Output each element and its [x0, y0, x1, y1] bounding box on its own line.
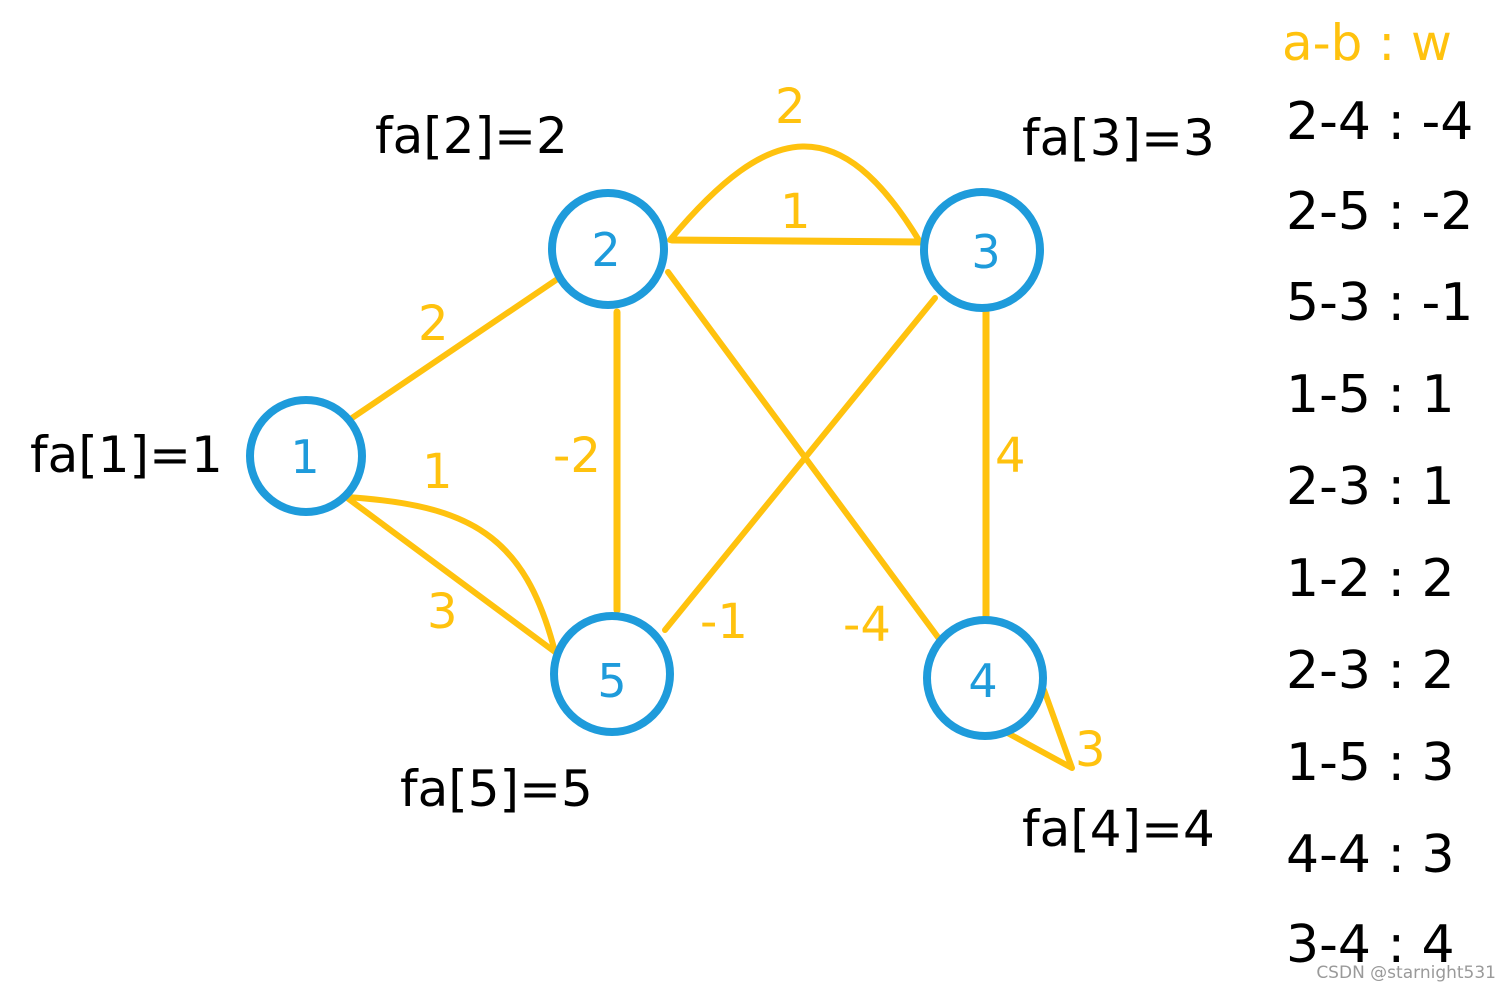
fa-label-node-1: fa[1]=1	[30, 426, 223, 484]
edge-list-item: 1-5 : 1	[1286, 365, 1455, 425]
node-2: 2	[548, 189, 668, 309]
node-label: 5	[597, 654, 626, 708]
edge-list-item: 3-4 : 4	[1286, 915, 1455, 975]
node-label: 4	[968, 654, 997, 708]
fa-label-node-5: fa[5]=5	[400, 760, 593, 818]
weight-label: 3	[1075, 722, 1106, 778]
parent-labels: fa[1]=1 fa[2]=2 fa[3]=3 fa[4]=4 fa[5]=5	[30, 107, 1215, 858]
edge-list-item: 4-4 : 3	[1286, 825, 1455, 885]
weight-label: 3	[427, 584, 458, 640]
edge-list: a-b : w 2-4 : -4 2-5 : -2 5-3 : -1 1-5 :…	[1282, 14, 1473, 975]
edge-4-4-loop	[999, 687, 1075, 771]
fa-label-node-3: fa[3]=3	[1022, 109, 1215, 167]
edge-1-5-weight-1	[343, 494, 558, 655]
weight-label: -2	[553, 428, 601, 484]
edge-list-item: 2-3 : 2	[1286, 641, 1455, 701]
weight-label: 1	[780, 184, 811, 240]
edge-1-5-weight-3	[343, 494, 558, 655]
edge-2-3-weight-2	[667, 143, 923, 245]
edge-1-2	[349, 277, 559, 421]
node-label: 3	[971, 225, 1000, 279]
nodes: 1 2 3 4 5	[246, 188, 1047, 740]
node-5: 5	[550, 612, 674, 736]
weight-label: -4	[843, 597, 891, 653]
edge-list-item: 5-3 : -1	[1286, 273, 1473, 333]
edge-3-5	[662, 295, 938, 633]
weight-label: 2	[418, 296, 449, 352]
weight-label: -1	[700, 594, 748, 650]
edges	[343, 143, 1075, 771]
edge-list-item: 1-5 : 3	[1286, 733, 1455, 793]
edge-list-item: 2-5 : -2	[1286, 182, 1473, 242]
node-1: 1	[246, 396, 366, 516]
edge-weights: 2 1 2 -2 -4 -1 4 1 3 3	[418, 79, 1106, 778]
edge-list-item: 2-3 : 1	[1286, 457, 1455, 517]
edge-list-item: 1-2 : 2	[1286, 549, 1455, 609]
edge-2-3-weight-1	[668, 236, 924, 246]
node-4: 4	[923, 616, 1047, 740]
node-3: 3	[920, 188, 1044, 312]
node-label: 1	[290, 430, 319, 484]
edge-list-item: 2-4 : -4	[1286, 92, 1473, 152]
weight-label: 2	[775, 79, 806, 135]
watermark-text: CSDN @starnight531	[1316, 963, 1496, 983]
fa-label-node-2: fa[2]=2	[375, 107, 568, 165]
node-label: 2	[591, 223, 620, 277]
weight-label: 1	[422, 444, 453, 500]
weight-label: 4	[995, 428, 1026, 484]
edge-list-header: a-b : w	[1282, 14, 1452, 72]
fa-label-node-4: fa[4]=4	[1022, 800, 1215, 858]
